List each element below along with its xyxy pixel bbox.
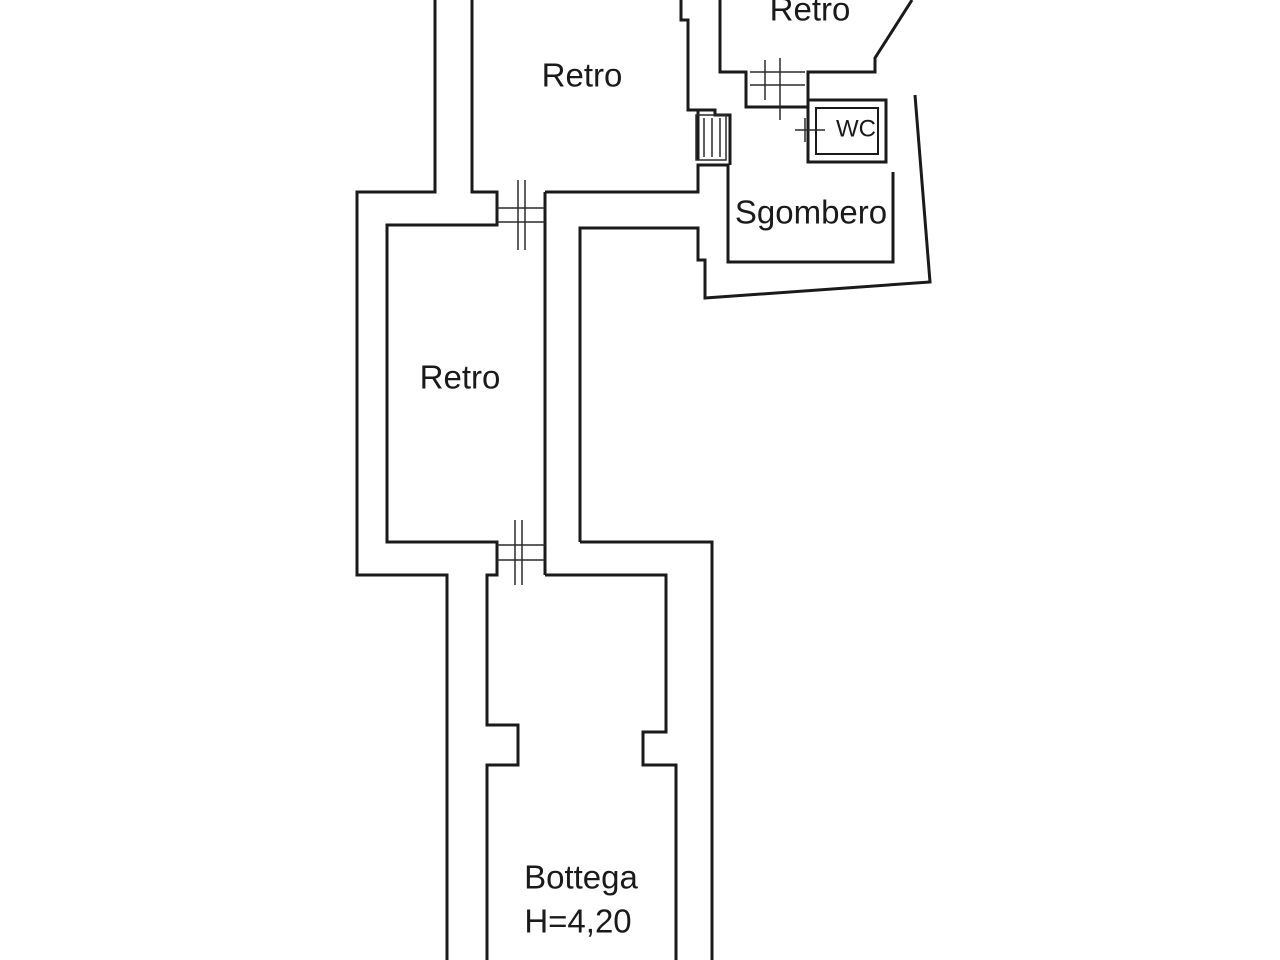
room-label-bottega: Bottega [524,859,638,896]
wall [688,108,700,160]
wall [545,573,678,960]
wall [545,163,895,264]
wc-inner-outline [815,107,879,155]
door-icon [497,520,545,585]
wc-room-outline [806,98,888,164]
room-label-retro-middle: Retro [420,359,501,396]
wall [385,0,520,960]
wall [578,94,932,542]
door-icon [497,180,545,250]
room-label-wc: WC [836,115,876,142]
room-label-retro-top: Retro [542,57,623,94]
wall-group-top-right [679,0,914,165]
door-icon [750,58,805,120]
room-label-retro-top-right: Retro [770,0,851,28]
wall [679,0,732,165]
wall [355,0,449,960]
door-icon [795,118,825,142]
wall-group-top-left [355,0,932,960]
room-label-sgombero: Sgombero [735,194,887,231]
wall [580,540,714,960]
stair-icon [695,114,727,161]
room-height-bottega: H=4,20 [524,903,631,940]
